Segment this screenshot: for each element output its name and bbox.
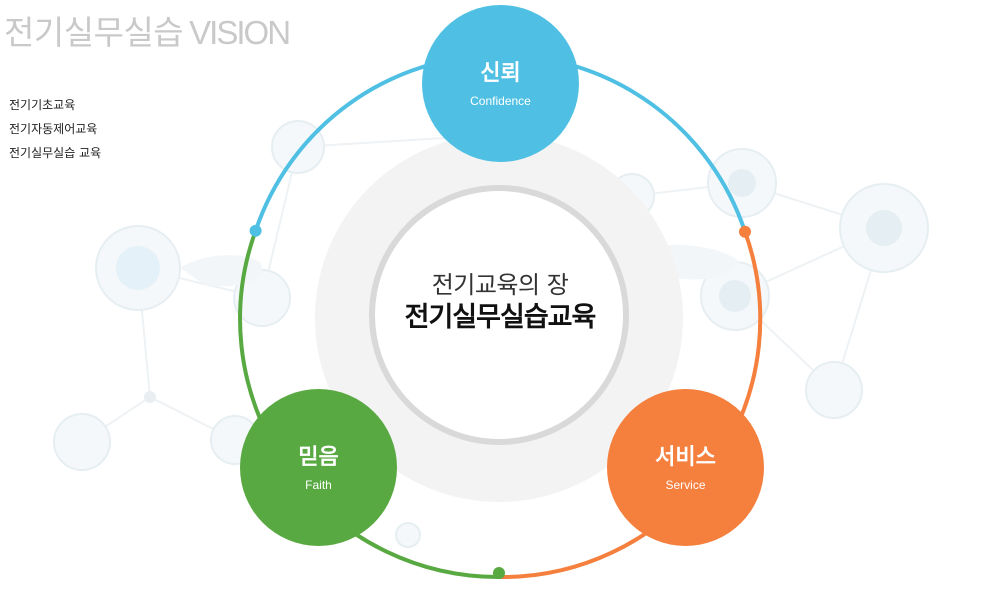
menu-item-practice[interactable]: 전기실무실습 교육 [9, 146, 102, 160]
page-title-korean: 전기실무실습 [4, 13, 184, 52]
center-title: 전기실무실습교육 [404, 302, 597, 333]
ring-dot [249, 224, 262, 237]
value-subtitle-confidence: Confidence [470, 93, 531, 108]
menu-item-control[interactable]: 전기자동제어교육 [9, 122, 98, 136]
value-title-confidence: 신뢰 [480, 60, 521, 86]
ring-dot [493, 567, 505, 579]
ring-dot [739, 225, 751, 238]
value-node-faith: 믿음 Faith [240, 389, 397, 546]
value-node-confidence: 신뢰 Confidence [422, 5, 579, 162]
headset-icon [233, 269, 291, 327]
monitor-icon [271, 120, 325, 174]
value-node-service: 서비스 Service [607, 389, 764, 546]
people-icon [53, 413, 111, 471]
value-subtitle-faith: Faith [305, 477, 332, 492]
center-inner-ring [369, 185, 629, 445]
value-title-faith: 믿음 [298, 444, 339, 470]
menu-item-basic[interactable]: 전기기초교육 [9, 98, 76, 112]
center-label: 전기교육의 장 전기실무실습교육 [374, 270, 626, 336]
value-title-service: 서비스 [655, 444, 716, 470]
page-title-vision: VISION [189, 14, 291, 51]
value-subtitle-service: Service [665, 477, 706, 492]
side-menu: 전기기초교육 전기자동제어교육 전기실무실습 교육 [9, 93, 101, 165]
center-subtitle: 전기교육의 장 [431, 271, 569, 299]
group-icon [805, 361, 863, 419]
